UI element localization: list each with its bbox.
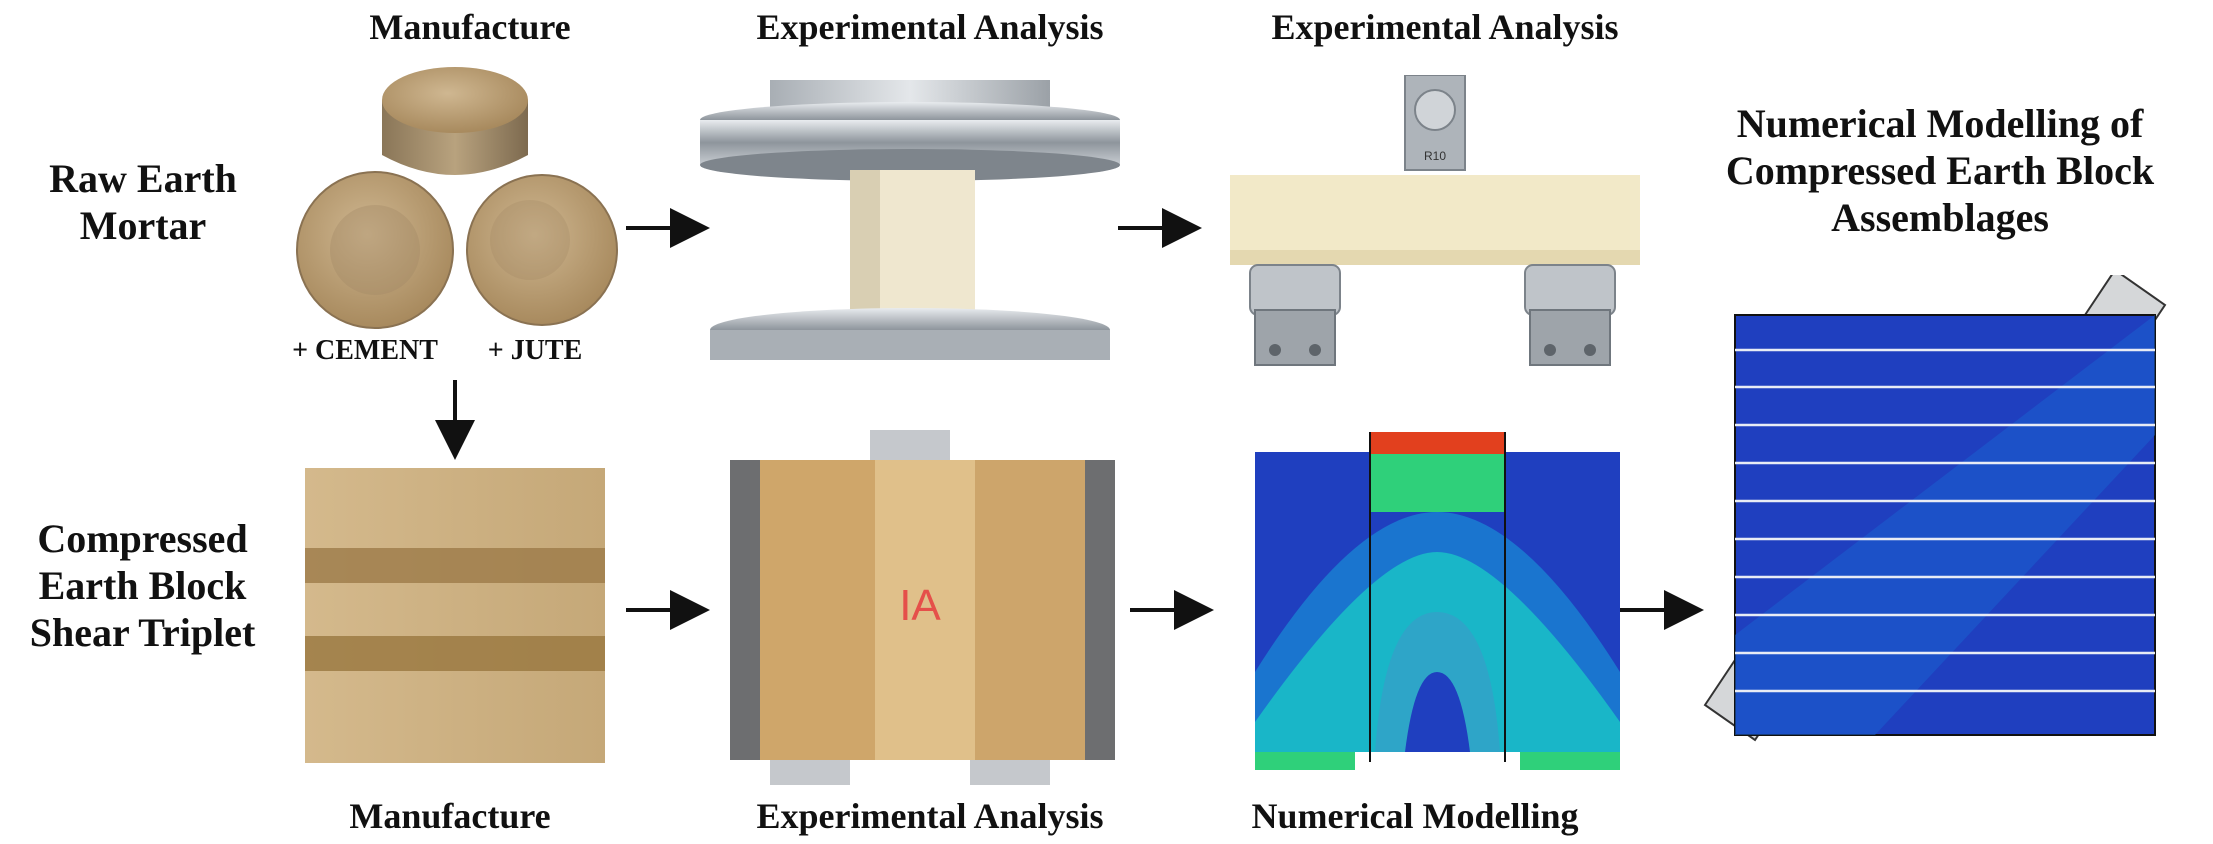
specimen-marking: IA — [899, 581, 941, 630]
compression-test-photo — [700, 80, 1120, 360]
ceb-shear-triplet-label: Compressed Earth Block Shear Triplet — [29, 516, 256, 656]
roller-marking: R10 — [1424, 149, 1446, 163]
bottom-manufacture-label: Manufacture — [349, 796, 551, 836]
top-experimental-analysis-label-1: Experimental Analysis — [756, 7, 1104, 47]
flexure-test-photo: R10 — [1230, 75, 1640, 366]
fem-triplet-model — [1255, 432, 1620, 770]
brick-joints — [1735, 348, 2155, 693]
right-support — [1524, 264, 1616, 366]
fem-assemblage-model — [1703, 275, 2167, 742]
plus-cement-label: + CEMENT — [292, 335, 438, 366]
shear-test-photo: IA — [730, 430, 1115, 785]
bottom-numerical-modelling-label: Numerical Modelling — [1251, 796, 1579, 836]
bottom-experimental-analysis-label: Experimental Analysis — [756, 796, 1104, 836]
plus-jute-label: + JUTE — [487, 335, 583, 366]
mortar-samples-photo — [296, 67, 618, 329]
ceb-triplet-photo — [305, 468, 605, 763]
left-support — [1249, 264, 1341, 366]
top-manufacture-label: Manufacture — [369, 7, 571, 47]
raw-earth-mortar-label: Raw Earth Mortar — [49, 156, 237, 249]
numerical-assemblages-label: Numerical Modelling of Compressed Earth … — [1725, 101, 2155, 241]
top-experimental-analysis-label-2: Experimental Analysis — [1271, 7, 1619, 47]
